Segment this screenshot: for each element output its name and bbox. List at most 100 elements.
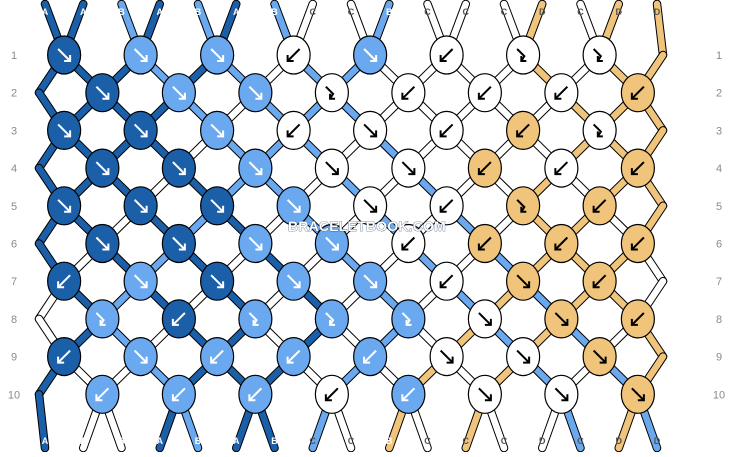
arrow-head: [140, 356, 148, 364]
thread-label-top: B: [118, 7, 125, 17]
arrow-shaft: [325, 312, 335, 326]
arrow-shaft: [554, 236, 569, 251]
thread-label-top: B: [195, 7, 202, 17]
knot-arrow-icon: [248, 312, 259, 326]
arrow-shaft: [57, 199, 71, 213]
arrow-head: [210, 356, 218, 364]
arrow-head: [140, 55, 148, 62]
arrow-head: [217, 281, 225, 289]
knot-arrow-icon: [630, 236, 645, 251]
arrow-shaft: [401, 312, 411, 326]
arrow-shaft: [325, 236, 339, 251]
thread-label-bottom: B: [386, 436, 393, 446]
arrow-shaft: [286, 199, 301, 213]
thread-label-bottom: B: [118, 436, 125, 446]
arrow-shaft: [631, 85, 645, 100]
arrow-head: [255, 243, 263, 251]
arrow-head: [102, 243, 110, 251]
thread-segment: [653, 0, 667, 59]
knot-arrow-icon: [248, 236, 263, 251]
knot-arrow-icon: [286, 349, 301, 364]
knot-arrow-icon: [478, 387, 492, 402]
knot-arrow-icon: [554, 161, 569, 176]
row-number-right: 5: [716, 201, 722, 213]
arrow-shaft: [592, 274, 607, 288]
knot-arrow-icon: [401, 312, 412, 326]
arrow-head: [439, 130, 447, 138]
knot-arrow-icon: [554, 387, 569, 402]
arrow-shaft: [631, 387, 645, 402]
row-number-left: 6: [11, 239, 17, 251]
arrow-shaft: [363, 274, 377, 288]
arrow-shaft: [516, 48, 526, 62]
arrow-shaft: [248, 387, 263, 402]
arrow-head: [401, 394, 409, 402]
arrow-shaft: [631, 312, 645, 326]
arrow-shaft: [363, 48, 377, 62]
arrow-head: [99, 319, 106, 326]
arrow-head: [516, 130, 524, 138]
arrow-shaft: [401, 161, 416, 175]
arrow-shaft: [478, 85, 492, 100]
row-number-left: 9: [11, 352, 17, 364]
thread-label-bottom: A: [233, 436, 240, 446]
arrow-head: [561, 318, 569, 326]
arrow-head: [363, 356, 371, 364]
arrow-shaft: [172, 85, 186, 100]
knot-arrow-icon: [57, 123, 72, 138]
arrow-shaft: [57, 123, 71, 138]
arrow-head: [370, 55, 378, 62]
arrow-head: [596, 56, 603, 62]
knot-arrow-icon: [95, 387, 110, 402]
arrow-shaft: [95, 85, 110, 100]
knot-arrow-icon: [171, 312, 186, 326]
knot-arrow-icon: [630, 312, 645, 326]
knot-arrow-icon: [439, 199, 454, 213]
arrow-shaft: [478, 161, 492, 175]
knot-arrow-icon: [592, 274, 607, 289]
knot-arrow-icon: [516, 199, 527, 213]
knot-arrow-icon: [401, 161, 416, 176]
thread-label-bottom: C: [348, 436, 355, 446]
thread-label-bottom: C: [424, 436, 431, 446]
row-number-left: 8: [11, 314, 17, 326]
knot-arrow-icon: [324, 387, 339, 402]
arrow-shaft: [439, 349, 454, 364]
knot-arrow-icon: [286, 48, 301, 62]
row-number-left: 5: [11, 201, 17, 213]
thread-label-bottom: B: [195, 436, 202, 446]
arrow-head: [599, 356, 607, 364]
arrow-head: [592, 281, 600, 289]
knot-arrow-icon: [248, 387, 263, 402]
arrow-shaft: [325, 161, 339, 175]
knot-arrow-icon: [325, 312, 336, 326]
arrow-head: [217, 130, 225, 138]
thread-label-top: C: [577, 7, 584, 17]
knot-arrow-icon: [210, 199, 225, 213]
arrow-head: [630, 318, 638, 326]
row-number-right: 6: [716, 239, 722, 251]
knot-arrow-icon: [439, 123, 454, 138]
knot-arrow-icon: [363, 349, 377, 364]
knot-arrow-icon: [95, 236, 110, 251]
arrow-head: [64, 205, 72, 213]
row-number-left: 10: [8, 389, 20, 401]
arrow-shaft: [172, 387, 186, 402]
arrow-head: [561, 394, 569, 402]
arrow-head: [178, 92, 186, 100]
knot-arrow-icon: [554, 312, 569, 326]
arrow-shaft: [286, 349, 301, 364]
arrow-head: [596, 131, 603, 138]
arrow-head: [554, 243, 562, 251]
thread-label-top: C: [424, 7, 431, 17]
arrow-shaft: [554, 85, 569, 100]
thread-label-bottom: A: [157, 436, 164, 446]
arrow-head: [370, 281, 378, 289]
thread-label-top: C: [348, 7, 355, 17]
arrow-head: [255, 92, 263, 100]
thread-label-top: A: [157, 7, 164, 17]
thread-label-top: C: [463, 7, 470, 17]
arrow-head: [178, 168, 186, 176]
arrow-shaft: [133, 349, 148, 364]
